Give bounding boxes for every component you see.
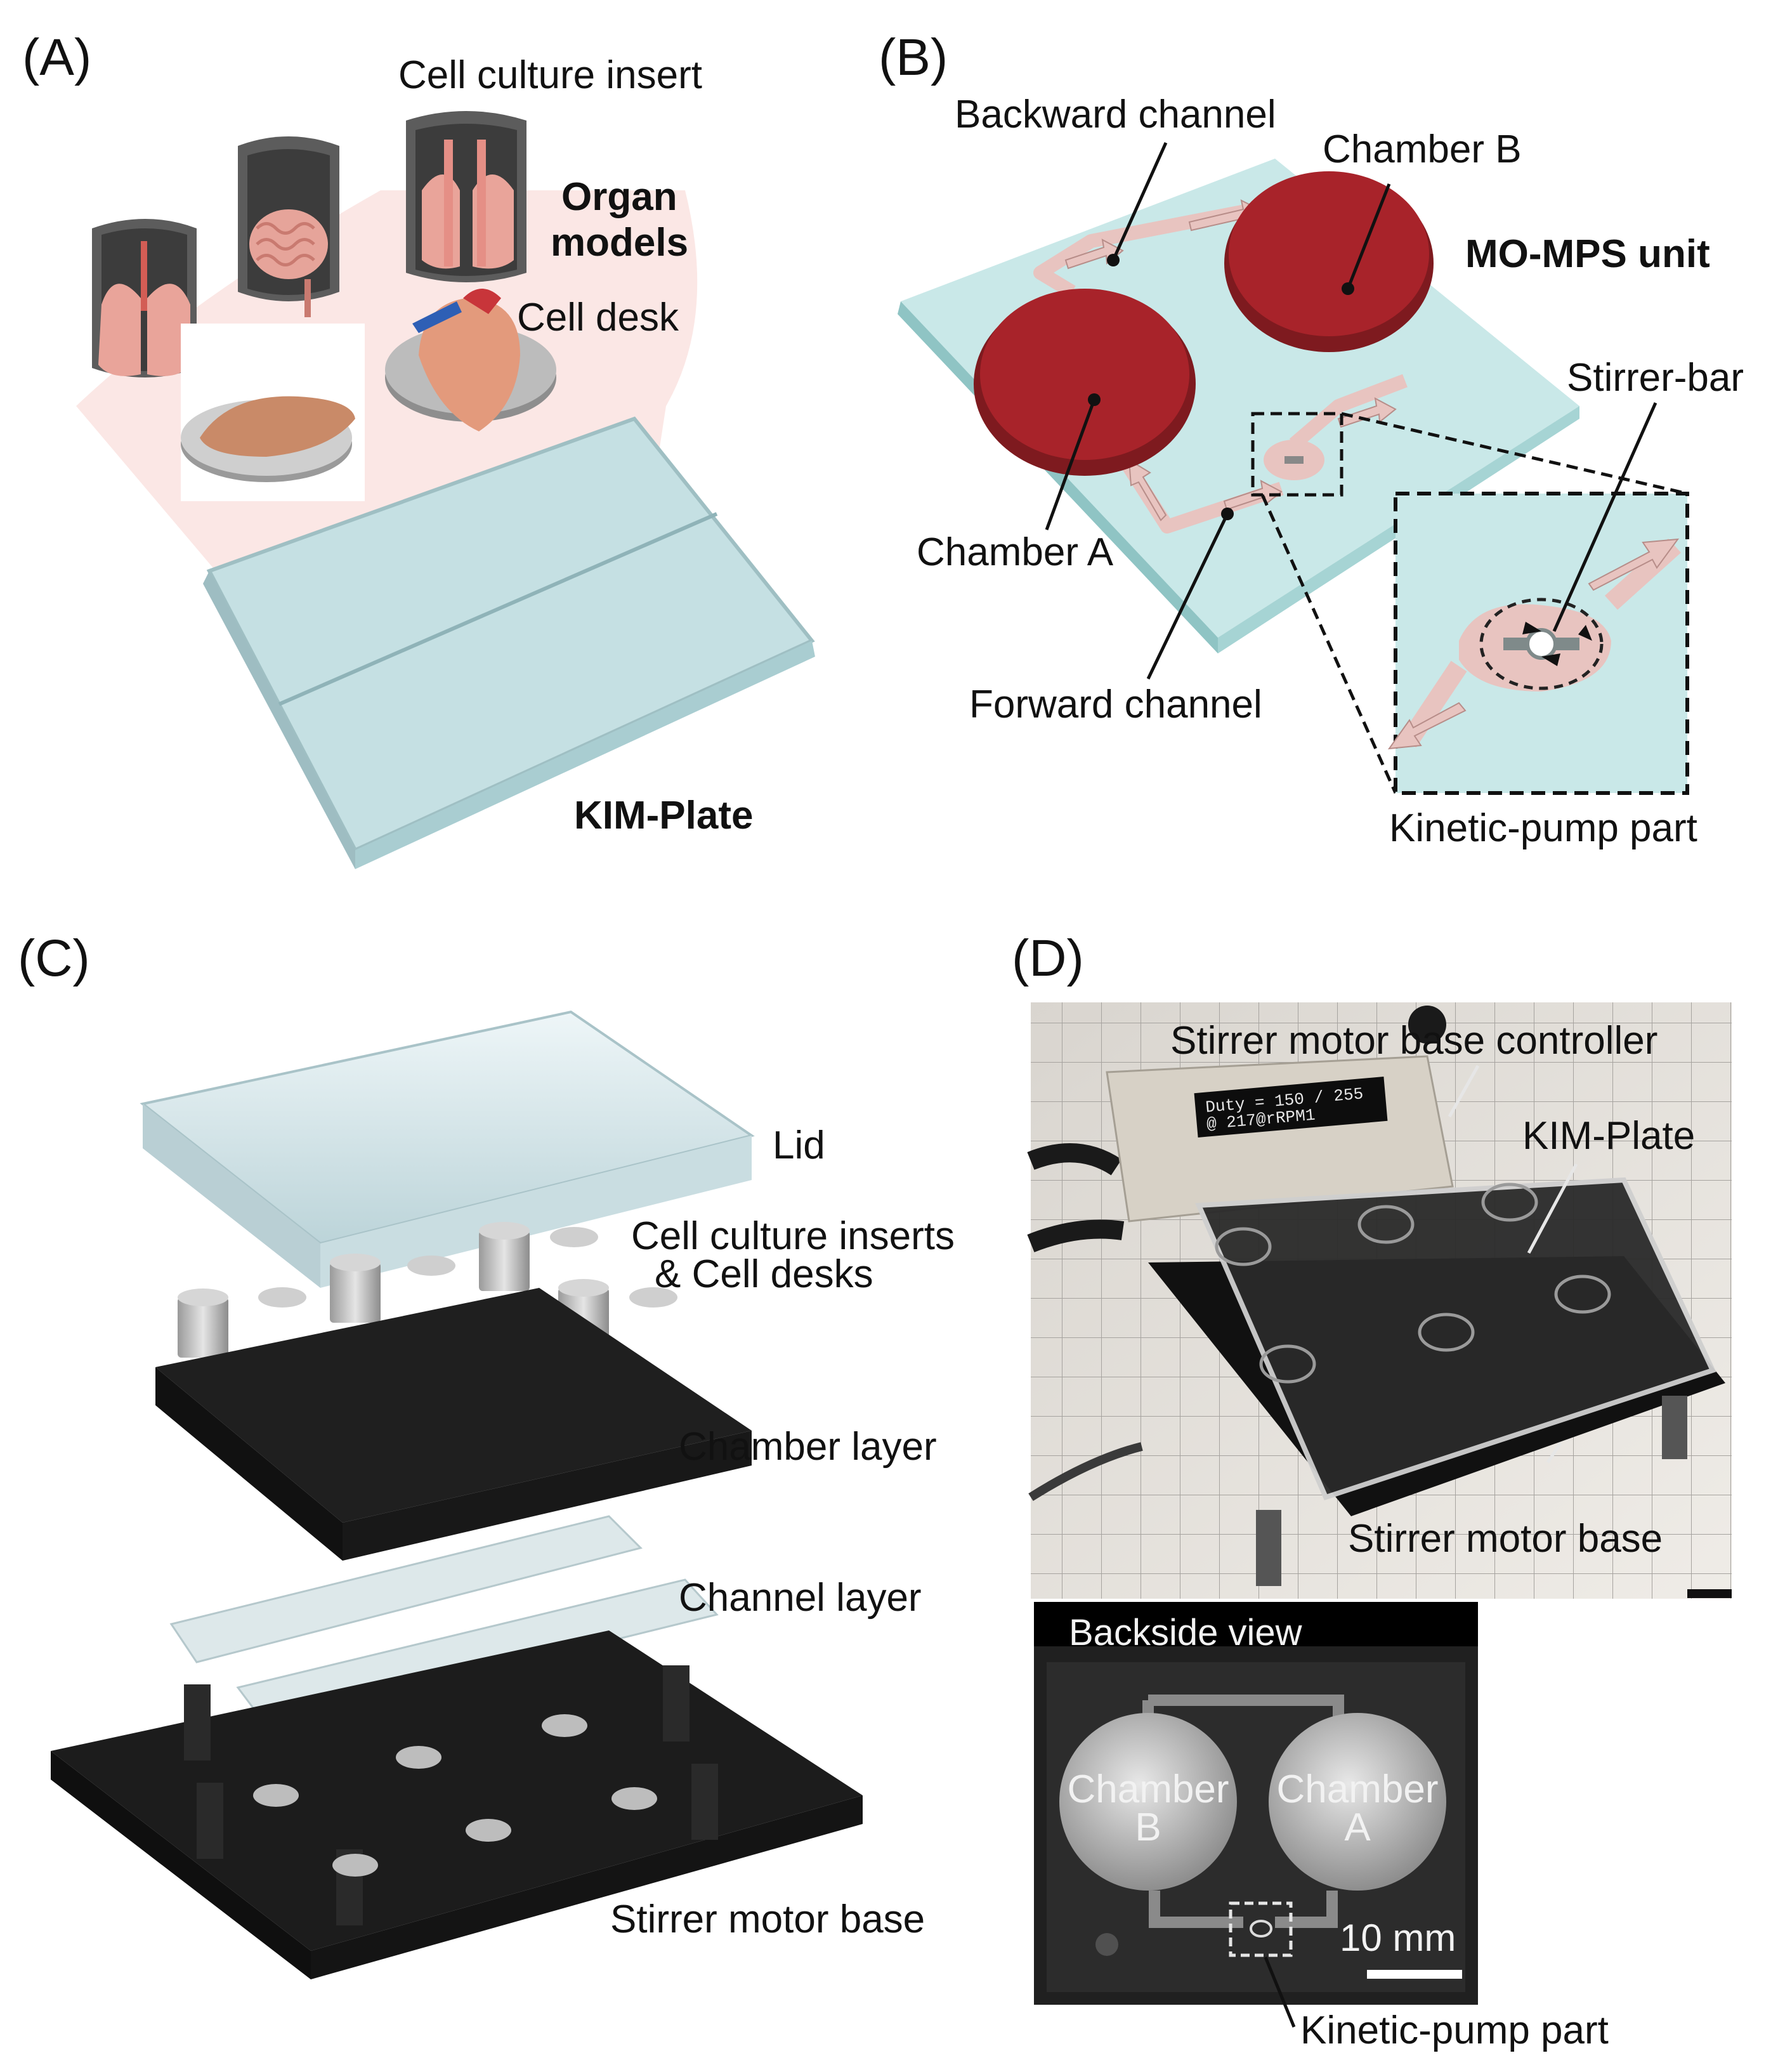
heart-desk xyxy=(385,289,556,431)
inserts-label-line2: & Cell desks xyxy=(655,1252,873,1296)
controller-label: Stirrer motor base controller xyxy=(1170,1019,1658,1063)
kinetic-pump-part-label: Kinetic-pump part xyxy=(1389,806,1697,850)
backside-chamber-a-label-line1: Chamber xyxy=(1276,1767,1439,1811)
cell-desk-label: Cell desk xyxy=(517,296,679,339)
chamber-a-label: Chamber A xyxy=(917,530,1114,574)
kim-plate-drawing xyxy=(203,416,815,869)
liver-desk xyxy=(181,324,365,501)
stirrer-bar-label: Stirrer-bar xyxy=(1567,356,1744,400)
pump-inset xyxy=(1387,492,1689,795)
kim-plate-label: KIM-Plate xyxy=(574,794,754,837)
chamber-layer-label: Chamber layer xyxy=(679,1425,937,1469)
channel-layer-label: Channel layer xyxy=(679,1576,922,1620)
intestine-insert xyxy=(238,136,339,317)
stirrer-motor-base-label: Stirrer motor base xyxy=(610,1898,925,1941)
mo-mps-unit-label: MO-MPS unit xyxy=(1465,232,1710,276)
inserts-label-line1: Cell culture inserts xyxy=(631,1214,955,1258)
cell-culture-insert-label: Cell culture insert xyxy=(398,53,702,97)
chamber-layer-drawing xyxy=(155,1288,752,1523)
organ-models-label-line1: Organ xyxy=(561,175,677,219)
backside-chamber-b-label-line2: B xyxy=(1135,1806,1161,1849)
backside-view-label: Backside view xyxy=(1069,1612,1302,1653)
panel-a-graphics xyxy=(76,111,815,869)
motor-base-drawing xyxy=(51,1630,863,1951)
panel-b-letter: (B) xyxy=(879,29,948,86)
kim-plate-photo-label: KIM-Plate xyxy=(1522,1114,1696,1158)
scale-bar-label: 10 mm xyxy=(1340,1917,1456,1959)
panel-c-graphics xyxy=(51,1010,863,1979)
panel-d-letter: (D) xyxy=(1012,929,1084,987)
chamber-b-label: Chamber B xyxy=(1323,128,1522,171)
backside-chamber-a xyxy=(1269,1713,1446,1891)
panel-b-graphics xyxy=(898,141,1689,795)
kidney-insert xyxy=(406,111,526,282)
channel-layer-drawing xyxy=(169,1515,643,1663)
kim-plate-photo xyxy=(1195,1177,1716,1500)
backside-chamber-b xyxy=(1059,1713,1237,1891)
panel-c-letter: (C) xyxy=(18,929,90,987)
backward-channel-label: Backward channel xyxy=(955,93,1276,136)
organ-models-label-line2: models xyxy=(551,221,689,265)
forward-channel-label: Forward channel xyxy=(969,683,1262,726)
panel-d-graphics xyxy=(1027,1002,1732,2028)
motor-base-photo-label: Stirrer motor base xyxy=(1348,1517,1663,1561)
lung-insert xyxy=(92,219,197,377)
backside-chamber-b-label-line1: Chamber xyxy=(1067,1767,1229,1811)
backside-kinetic-pump-label: Kinetic-pump part xyxy=(1300,2009,1609,2052)
panel-a-letter: (A) xyxy=(22,29,92,86)
lid-label: Lid xyxy=(773,1124,825,1167)
backside-chamber-a-label-line2: A xyxy=(1344,1806,1371,1849)
